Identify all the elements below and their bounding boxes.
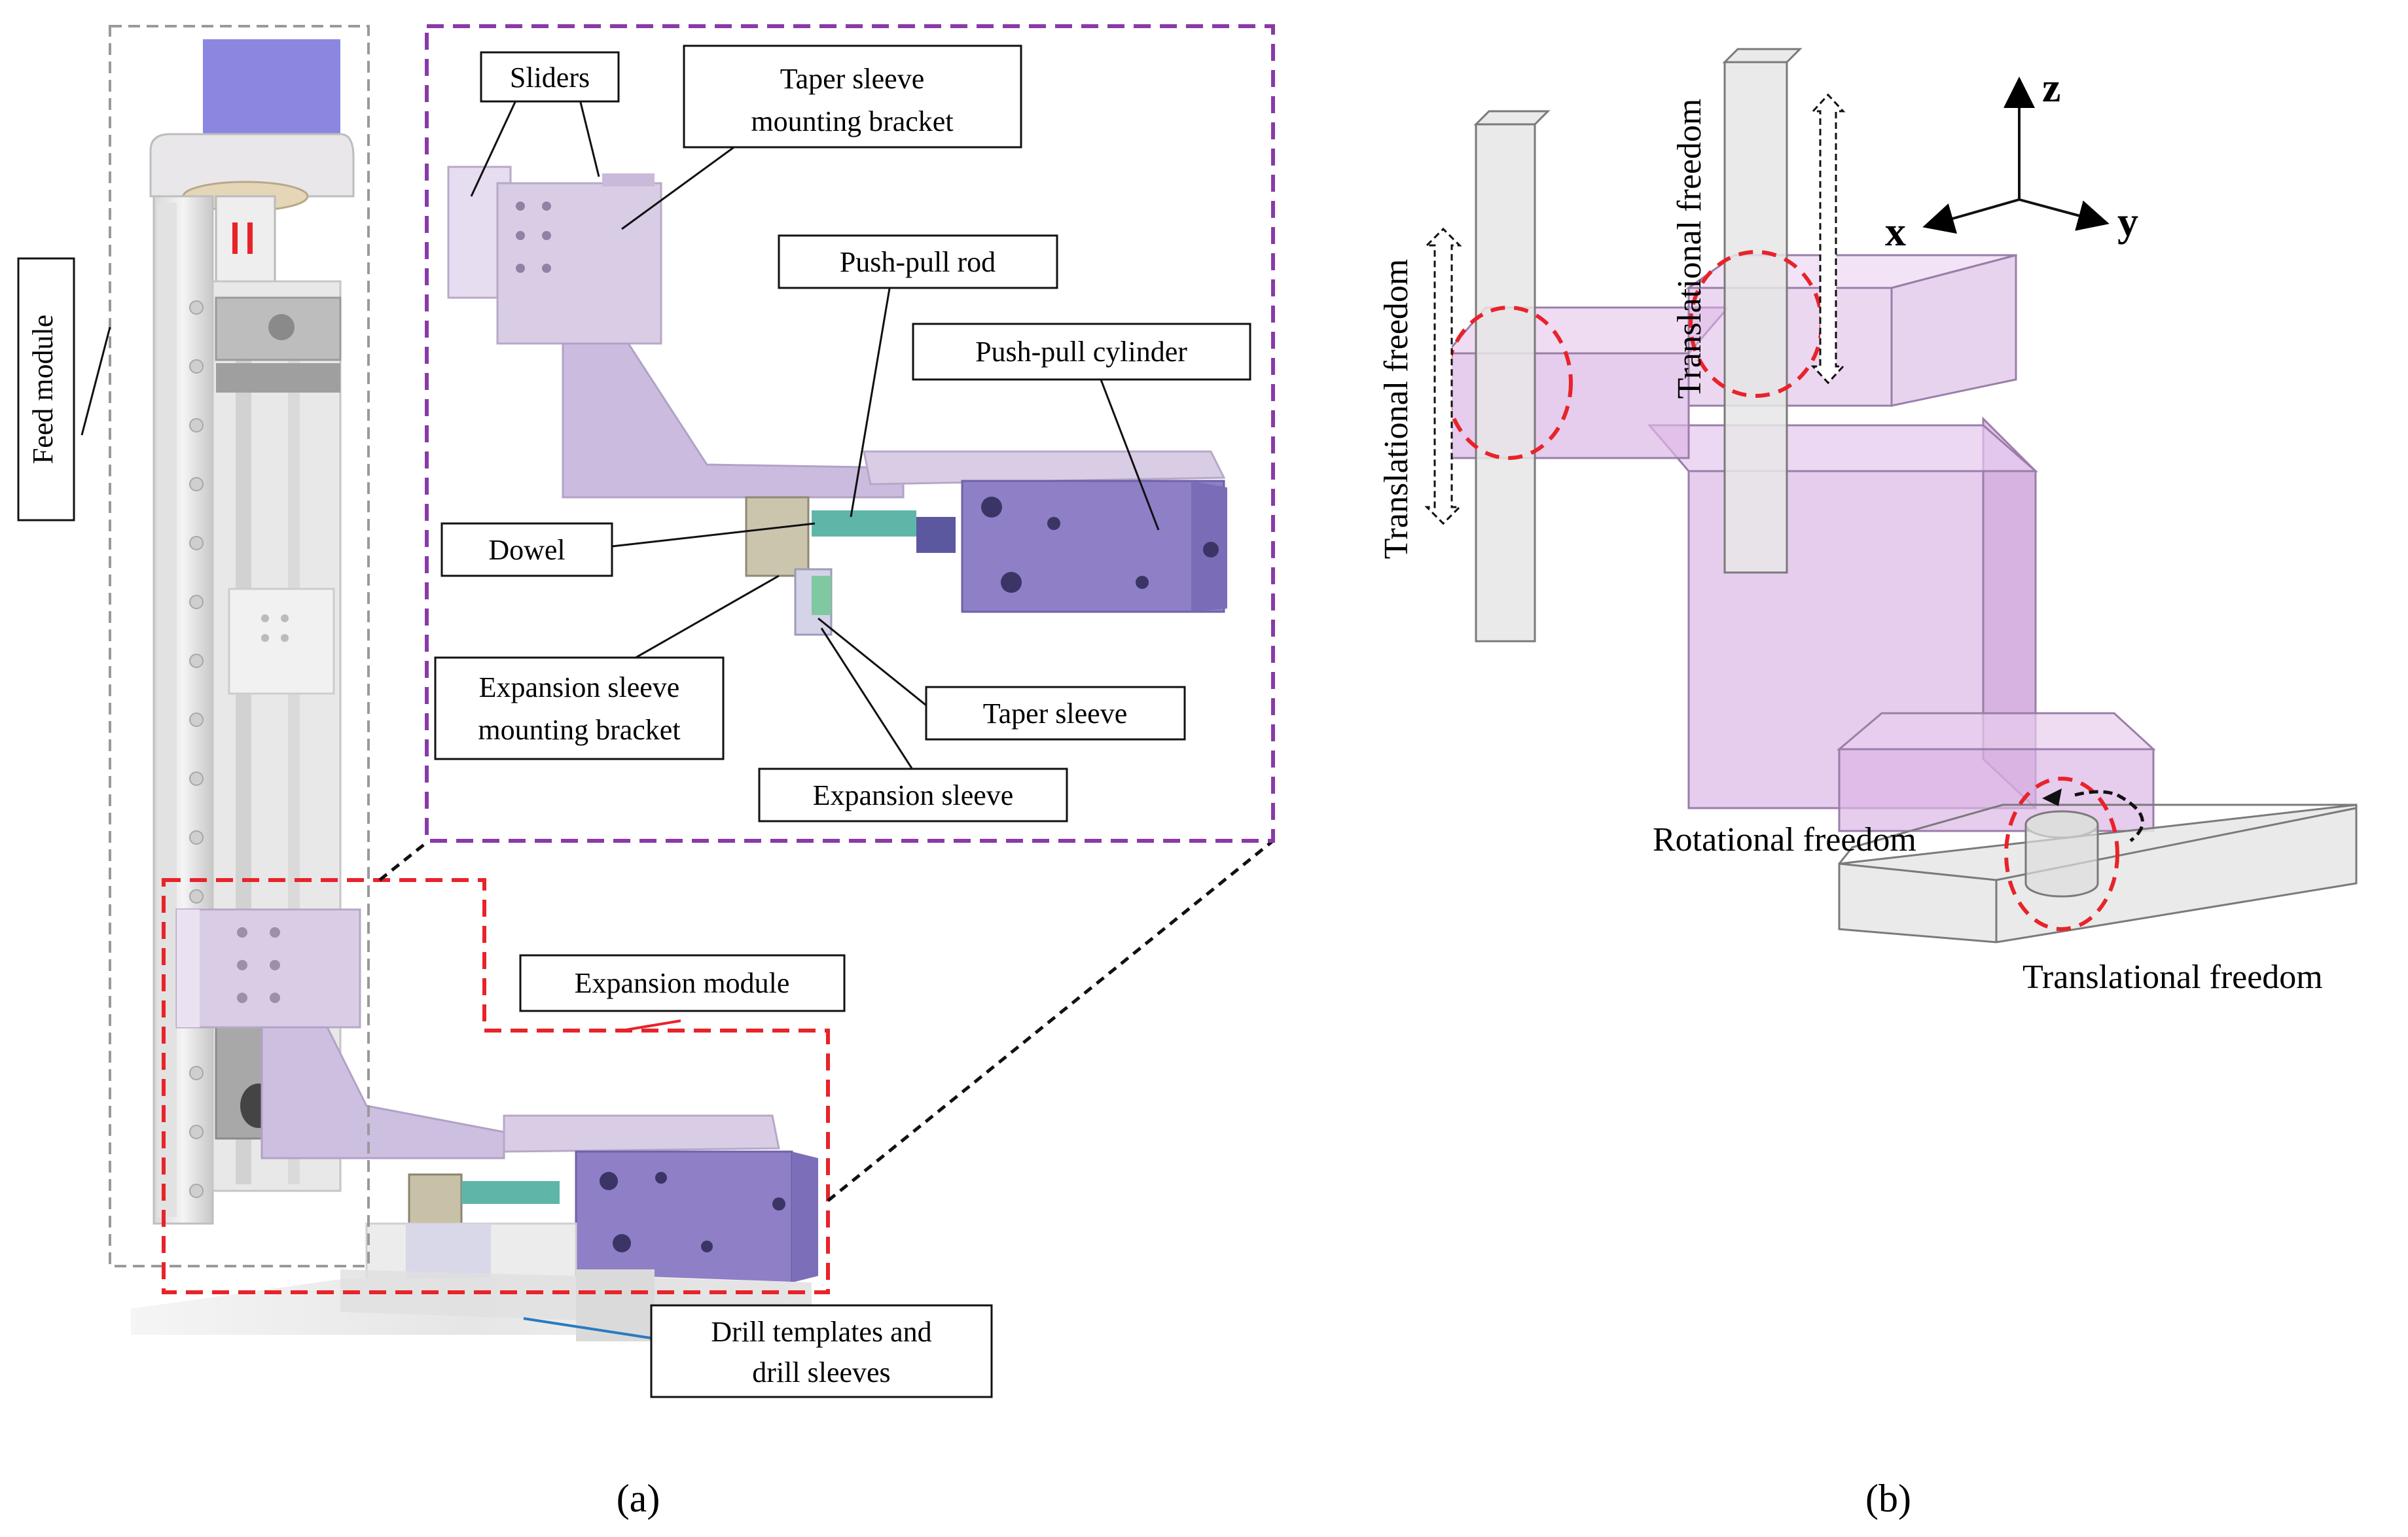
cylinder-holes [600,1172,785,1252]
leader-expansion-module [621,1019,681,1032]
slider-zoom-2 [602,173,655,186]
rotational-freedom-label: Rotational freedom [1653,821,1916,858]
feed-module-label: Feed module [17,257,75,521]
cylinder-top-plate [503,1114,780,1153]
push-pull-rod-small [461,1181,560,1204]
nut-block-holes [261,614,289,642]
coupling [215,195,276,296]
rod-coupling [916,517,956,553]
expansion-module-assembly [175,908,818,1286]
expansion-module-outline [162,878,830,1294]
taper-sleeve-bracket-plate [175,908,361,1029]
svg-text:Sliders: Sliders [510,62,590,94]
axis-x-label: x [1885,208,1906,255]
push-pull-rod-zoom [812,510,916,537]
y-axis-arrow [2019,198,2110,231]
expansion-module-label: Expansion module [519,954,846,1012]
translation-arrow-left [1424,227,1462,525]
taper-bracket-plate-zoom [496,182,662,345]
expansion-sleeve-label: Expansion sleeve [758,768,1068,822]
cylinder-end-cap [792,1152,818,1282]
svg-text:Expansion sleeve: Expansion sleeve [813,779,1014,811]
expansion-sleeve-bracket-label: Expansion sleeve mounting bracket [434,656,725,760]
bracket-arm-zoom [562,342,905,499]
zoom-detail-outline [425,24,1275,843]
zoom-plate-holes [516,202,551,273]
push-pull-cylinder-zoom [961,480,1225,613]
sliders-label: Sliders [480,51,620,103]
svg-text:mounting bracket: mounting bracket [751,105,953,137]
expansion-sleeve-bracket-zoom [745,496,810,577]
svg-text:Expansion sleeve: Expansion sleeve [479,671,680,703]
svg-text:Drill templates and: Drill templates and [711,1316,931,1348]
coupling-mark-right [247,222,253,254]
svg-text:Expansion module: Expansion module [575,967,790,999]
svg-text:Taper sleeve: Taper sleeve [780,63,924,95]
screw-nut-block [228,588,335,695]
bearing-block-lower [216,363,340,393]
cylinder-top-plate-zoom [863,450,1226,486]
bearing-block-hole [268,314,295,340]
translational-freedom-bottom: Translational freedom [2022,959,2323,996]
zoom-detail [447,166,1227,636]
coupling-mark-left [232,222,238,254]
axis-z-label: z [2042,64,2060,111]
taper-sleeve-bracket-label: Taper sleeve mounting bracket [683,44,1022,149]
zoom-line-right [827,839,1274,1202]
translational-freedom-left: Translational freedom [1378,259,1415,559]
svg-text:Push-pull cylinder: Push-pull cylinder [975,336,1187,368]
cylinder-zoom-holes [981,497,1219,593]
push-pull-cylinder-main [575,1150,793,1284]
slider-left [177,910,200,1027]
panel-b: z x y Translational freedom Translationa… [1378,48,2358,1520]
rail-holes [189,300,204,1198]
caption-a: (a) [617,1477,660,1520]
push-pull-rod-label: Push-pull rod [778,234,1058,289]
drill-sleeves [576,1269,655,1341]
taper-sleeve-label: Taper sleeve [925,686,1186,741]
svg-text:Push-pull rod: Push-pull rod [840,246,996,278]
push-pull-cylinder-label: Push-pull cylinder [912,323,1251,381]
drill-templates-label: Drill templates and drill sleeves [650,1304,993,1398]
svg-text:Dowel: Dowel [488,534,565,566]
gray-pillars [1473,48,1803,643]
rail-groove [157,203,177,1217]
rotation-arrow [2042,788,2144,842]
svg-text:mounting bracket: mounting bracket [478,714,680,746]
axis-y-label: y [2117,198,2138,245]
dowel-label: Dowel [440,522,613,577]
caption-b: (b) [1865,1477,1911,1520]
gray-base-block [1838,804,2358,944]
feed-module-text: Feed module [27,315,59,465]
feed-module-outline [109,25,370,1267]
freedom-circle-bottom [2004,777,2119,931]
translational-freedom-middle: Translational freedom [1671,99,1708,399]
x-axis-arrow [1922,198,2020,234]
expansion-sleeve-bracket-small [408,1173,463,1225]
svg-text:Taper sleeve: Taper sleeve [983,698,1127,730]
translation-arrow-middle [1810,93,1846,385]
motor-mount-plate [149,133,355,198]
svg-text:drill sleeves: drill sleeves [752,1356,890,1388]
taper-sleeve-zoom [812,576,831,615]
leader-drill-templates [523,1317,652,1339]
axes-triad [1922,77,2110,234]
transparent-body [1444,254,2156,832]
bracket-arm [261,1026,505,1159]
bracket-plate-holes [237,927,280,1003]
zoom-line-left [378,839,430,881]
